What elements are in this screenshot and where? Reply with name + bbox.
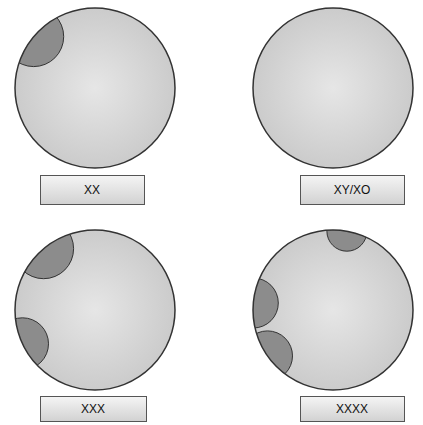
label-box: XXX bbox=[40, 396, 147, 422]
karyotype-label: XX bbox=[84, 183, 100, 197]
karyotype-label: XXXX bbox=[336, 402, 368, 416]
label-box: XY/XO bbox=[300, 175, 405, 205]
karyotype-label: XXX bbox=[81, 402, 105, 416]
karyotype-label: XY/XO bbox=[334, 183, 371, 197]
label-box: XX bbox=[40, 175, 145, 205]
nucleus bbox=[253, 8, 413, 168]
label-box: XXXX bbox=[300, 396, 405, 422]
nucleus-outline bbox=[15, 8, 175, 168]
barr-body bbox=[0, 318, 49, 370]
nucleus-outline bbox=[253, 230, 413, 390]
nucleus-outline bbox=[15, 230, 175, 390]
